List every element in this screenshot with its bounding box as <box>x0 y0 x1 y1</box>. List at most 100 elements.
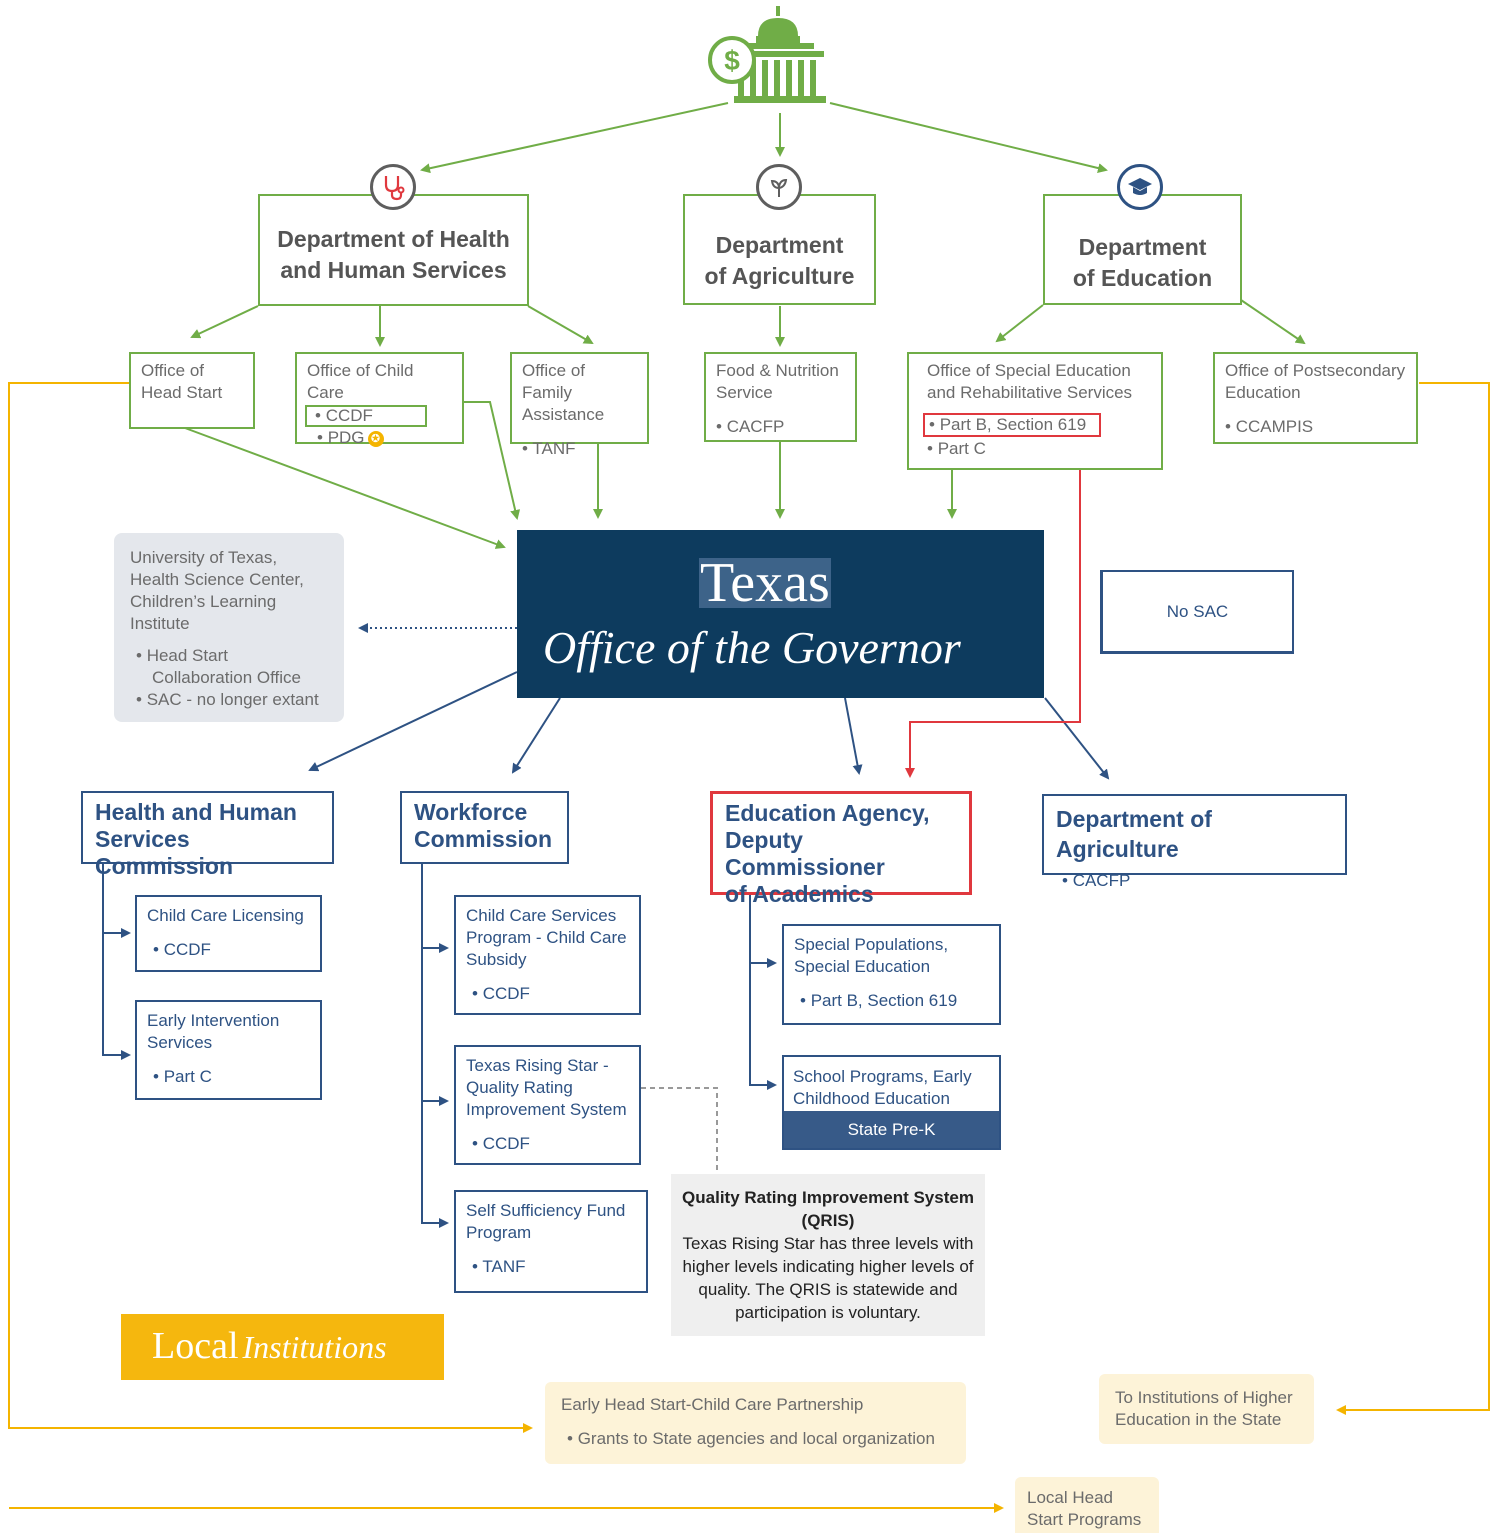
sub-ssf-line1: Self Sufficiency Fund <box>466 1201 626 1220</box>
office-family-assistance-item: TANF <box>522 437 637 461</box>
office-food-nutrition-line1: Food & Nutrition <box>716 361 839 380</box>
sub-eci-line2: Services <box>147 1033 213 1052</box>
office-child-care-ccdf: CCDF <box>305 405 427 427</box>
federal-education-title-line1: Department <box>1078 234 1207 260</box>
sub-special-pop-line1: Special Populations, <box>794 935 949 954</box>
qris-title-line1: Quality Rating Improvement System <box>682 1188 974 1207</box>
state-tea-line1: Education Agency, <box>725 800 930 826</box>
sub-ccs-item: CCDF <box>472 983 629 1005</box>
local-ehs-title: Early Head Start-Child Care Partnership <box>561 1395 864 1414</box>
office-food-nutrition-item: CACFP <box>716 415 845 439</box>
federal-hhs-title-line2: and Human Services <box>280 257 507 283</box>
federal-education-box: Department of Education <box>1043 194 1242 305</box>
state-hhsc-line1: Health and Human <box>95 799 297 825</box>
sub-licensing-item: CCDF <box>153 939 310 961</box>
sub-ccs-line1: Child Care Services <box>466 906 617 925</box>
sub-trs-line3: Improvement System <box>466 1100 627 1119</box>
svg-text:$: $ <box>724 45 740 76</box>
sub-texas-rising-star: Texas Rising Star - Quality Rating Impro… <box>454 1045 641 1165</box>
local-head-start-programs: Local Head Start Programs <box>1015 1477 1159 1533</box>
sub-ccs-line2: Program - Child Care <box>466 928 627 947</box>
office-child-care-pdg: PDG✪ <box>307 427 452 449</box>
university-line2: Health Science Center, <box>130 570 304 589</box>
federal-education-title-line2: of Education <box>1072 265 1213 291</box>
state-tea-line3: of Academics <box>725 881 874 907</box>
qris-body-line1: Texas Rising Star has three levels with <box>682 1234 974 1253</box>
office-family-assistance: Office of Family Assistance TANF <box>510 352 649 458</box>
state-workforce-line1: Workforce <box>414 799 528 825</box>
sub-trs-item: CCDF <box>472 1133 629 1155</box>
sub-ssf-line2: Program <box>466 1223 532 1242</box>
qris-body-line3: quality. The QRIS is statewide and <box>698 1280 958 1299</box>
sub-child-care-services: Child Care Services Program - Child Care… <box>454 895 641 1015</box>
office-head-start: Office of Head Start <box>129 352 255 429</box>
university-line1: University of Texas, <box>130 548 278 567</box>
governor-office: Office of the Governor <box>543 622 961 673</box>
office-postsecondary: Office of Postsecondary Education CCAMPI… <box>1213 352 1418 444</box>
office-family-assistance-line1: Office of Family <box>522 361 585 402</box>
federal-agriculture-title-line2: of Agriculture <box>704 263 855 289</box>
local-banner-word2: Institutions <box>242 1329 387 1365</box>
sub-school-programs: School Programs, Early Childhood Educati… <box>782 1055 1001 1150</box>
sub-special-populations: Special Populations, Special Education P… <box>782 924 1001 1025</box>
university-line4: Institute <box>130 614 190 633</box>
federal-agriculture-title-line1: Department <box>715 232 844 258</box>
state-tea-box: Education Agency, Deputy Commissioner of… <box>710 791 972 907</box>
sub-school-prog-line2: Childhood Education <box>793 1089 950 1108</box>
office-head-start-line1: Office of <box>141 361 204 380</box>
federal-hhs-title-line1: Department of Health <box>277 226 510 252</box>
office-special-education-line2: and Rehabilitative Services <box>927 383 1133 402</box>
office-family-assistance-line2: Assistance <box>522 405 605 424</box>
local-higher-ed: To Institutions of Higher Education in t… <box>1099 1374 1314 1444</box>
office-food-nutrition-line2: Service <box>716 383 773 402</box>
state-workforce-box: Workforce Commission <box>400 791 569 864</box>
university-line3: Children’s Learning <box>130 592 277 611</box>
sub-school-prog-line1: School Programs, Early <box>793 1067 972 1086</box>
federal-hhs-box: Department of Health and Human Services <box>258 194 529 306</box>
university-box: University of Texas, Health Science Cent… <box>114 533 344 722</box>
office-head-start-line2: Head Start <box>141 383 223 402</box>
state-tea-line2: Deputy Commissioner <box>725 827 885 880</box>
star-icon: ✪ <box>367 430 384 447</box>
state-agriculture-item: CACFP <box>1062 870 1333 892</box>
office-postsecondary-item: CCAMPIS <box>1225 415 1406 439</box>
qris-note: Quality Rating Improvement System (QRIS)… <box>671 1174 985 1336</box>
sub-trs-line2: Quality Rating <box>466 1078 573 1097</box>
office-child-care: Office of Child Care CCDF PDG✪ <box>295 352 464 447</box>
sub-ccs-line3: Subsidy <box>466 950 527 969</box>
local-higher-ed-line1: To Institutions of Higher <box>1115 1388 1293 1407</box>
sub-self-sufficiency: Self Sufficiency Fund Program TANF <box>454 1190 648 1293</box>
state-hhsc-line2: Services Commission <box>95 826 234 879</box>
sub-licensing-title: Child Care Licensing <box>147 906 304 925</box>
office-special-education-line1: Office of Special Education <box>927 361 1131 380</box>
sub-eci-line1: Early Intervention <box>147 1011 280 1030</box>
local-head-start-line2: Start Programs <box>1027 1510 1142 1529</box>
qris-body-line2: higher levels indicating higher levels o… <box>682 1257 974 1276</box>
university-item-sac: • SAC - no longer extant <box>136 690 319 709</box>
sub-eci-item: Part C <box>153 1066 310 1088</box>
sub-special-pop-item: Part B, Section 619 <box>800 990 989 1012</box>
qris-body-line4: participation is voluntary. <box>735 1303 921 1322</box>
university-item-head-start: • Head Start <box>136 646 228 665</box>
stethoscope-icon <box>370 164 416 210</box>
office-special-education: Office of Special Education and Rehabili… <box>907 352 1163 470</box>
sub-ssf-item: TANF <box>472 1256 636 1278</box>
office-postsecondary-line1: Office of Postsecondary <box>1225 361 1406 380</box>
federal-agriculture-box: Department of Agriculture <box>683 194 876 305</box>
office-special-education-part-c: Part C <box>927 437 1151 461</box>
office-child-care-title: Office of Child Care <box>307 361 414 402</box>
sub-special-pop-line2: Special Education <box>794 957 931 976</box>
local-ehs-item: Grants to State agencies and local organ… <box>567 1428 950 1450</box>
office-food-nutrition: Food & Nutrition Service CACFP <box>704 352 857 442</box>
no-sac-box: No SAC <box>1100 570 1294 654</box>
university-item-collab: Collaboration Office <box>152 668 301 687</box>
local-head-start-line1: Local Head <box>1027 1488 1114 1507</box>
state-workforce-line2: Commission <box>414 826 553 852</box>
local-institutions-banner: Local Institutions <box>121 1314 444 1380</box>
state-agriculture-title: Department of Agriculture <box>1056 806 1212 862</box>
sub-child-care-licensing: Child Care Licensing CCDF <box>135 895 322 972</box>
state-pre-k-band: State Pre-K <box>784 1111 999 1148</box>
sprout-icon <box>756 164 802 210</box>
sub-early-intervention: Early Intervention Services Part C <box>135 1000 322 1100</box>
local-ehs-partnership: Early Head Start-Child Care Partnership … <box>545 1382 966 1464</box>
